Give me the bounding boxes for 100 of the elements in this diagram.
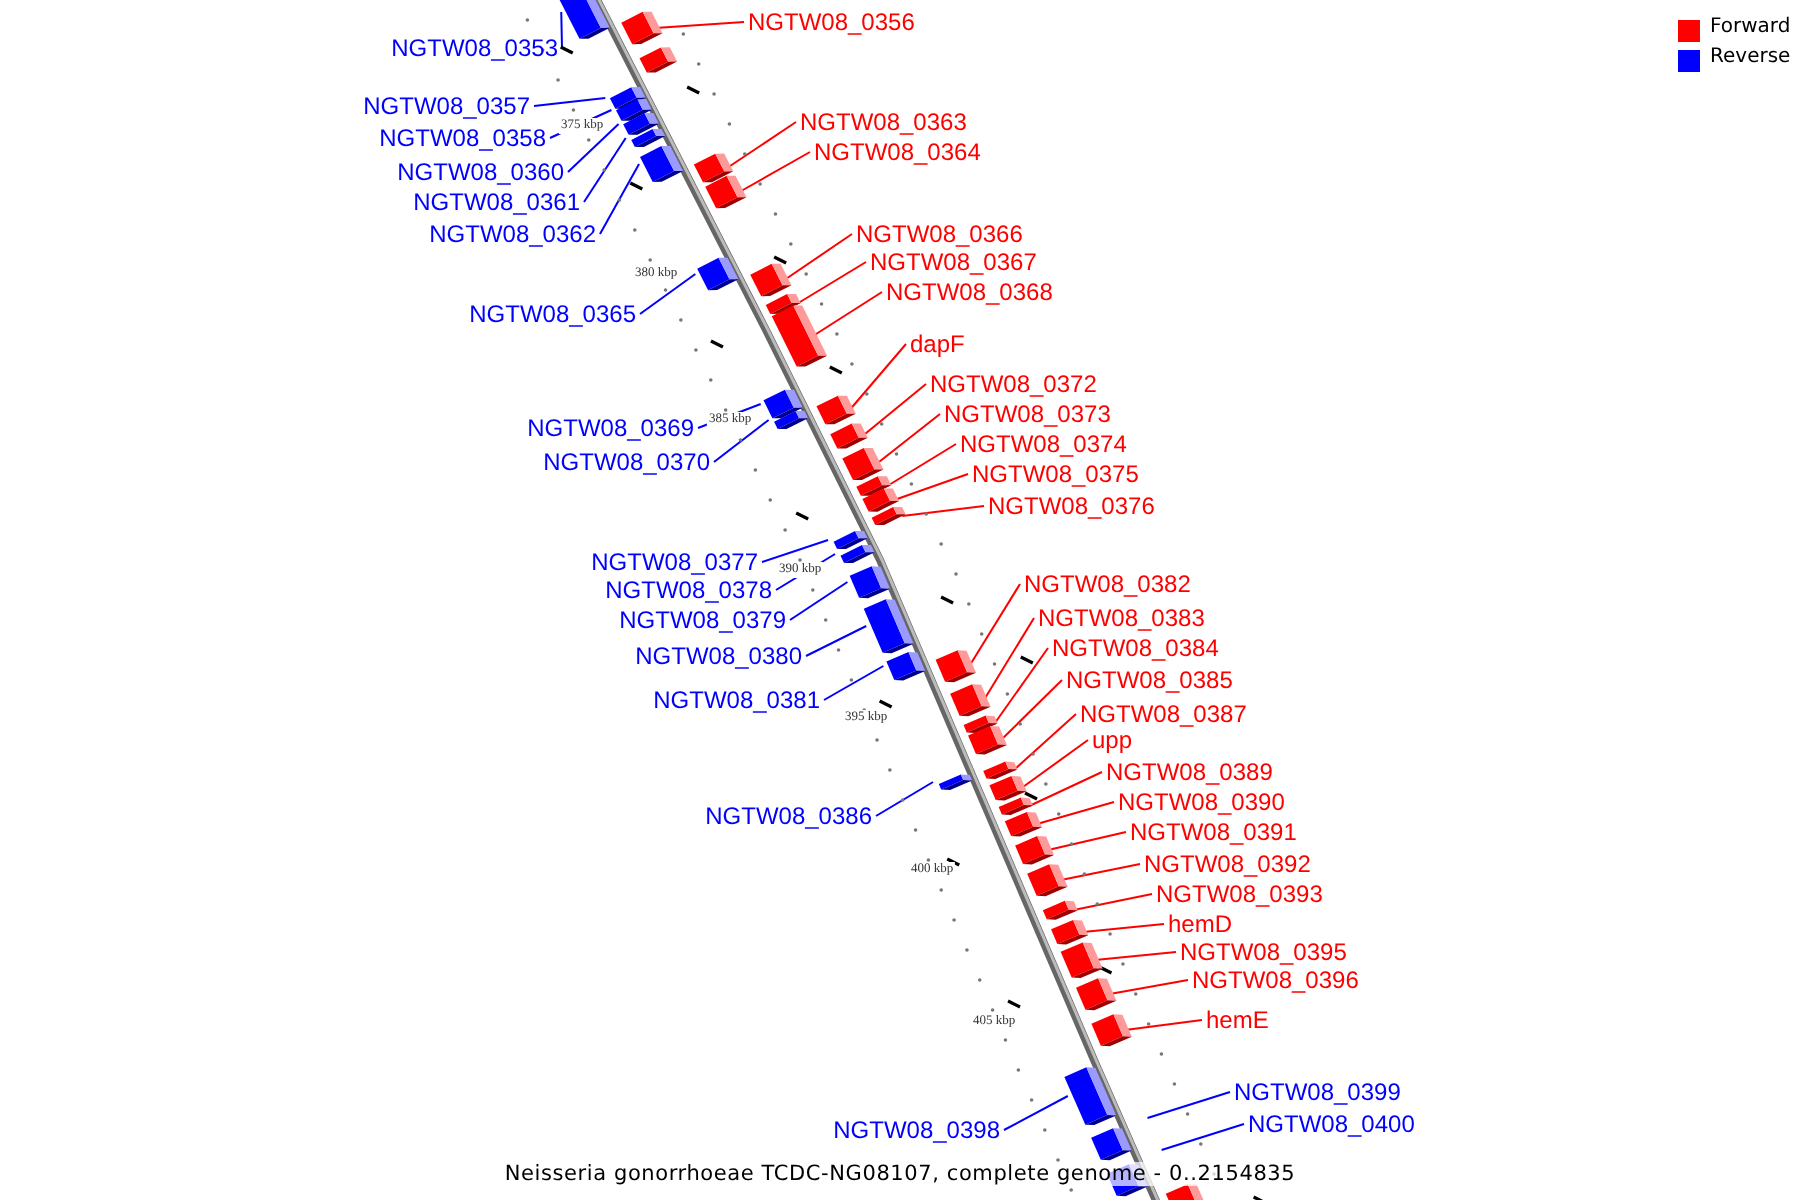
caption: Neisseria gonorrhoeae TCDC-NG08107, complete genome - 0..2154835 — [504, 1162, 1296, 1186]
leader-line — [1160, 1123, 1245, 1151]
gene-label: NGTW08_0358 — [379, 124, 546, 152]
gene-label: NGTW08_0390 — [1118, 788, 1285, 816]
leader-line — [875, 781, 934, 817]
gene-block — [1076, 978, 1117, 1011]
gene-label: NGTW08_0370 — [543, 448, 710, 476]
gene-block — [1042, 900, 1078, 920]
leader-line — [1072, 893, 1153, 911]
leader-line — [1020, 739, 1089, 789]
gene-label: NGTW08_0396 — [1192, 966, 1359, 994]
leader-line — [893, 473, 969, 501]
gene-label: hemD — [1168, 910, 1233, 938]
gene-label: NGTW08_0360 — [397, 158, 564, 186]
leader-line — [795, 261, 867, 305]
gene-label: NGTW08_0383 — [1038, 604, 1205, 632]
leader-line — [1108, 979, 1189, 995]
leader-line — [761, 539, 830, 563]
leader-line — [713, 419, 770, 463]
legend-label: Reverse — [1710, 46, 1791, 68]
gene-label: dapF — [910, 330, 965, 358]
gene-block — [771, 305, 828, 367]
gene-label: NGTW08_0374 — [960, 430, 1127, 458]
gene-block — [886, 652, 926, 681]
leader-line — [567, 123, 620, 173]
gene-label: NGTW08_0364 — [814, 138, 981, 166]
gene-label: NGTW08_0382 — [1024, 570, 1191, 598]
leader-line — [1059, 863, 1141, 881]
gene-label: NGTW08_0379 — [619, 606, 786, 634]
gene-block — [639, 47, 678, 73]
gene-block — [1091, 1014, 1132, 1047]
leader-line — [738, 151, 811, 193]
gene-block — [693, 153, 734, 183]
gene-label: NGTW08_0362 — [429, 220, 596, 248]
gene-label: NGTW08_0377 — [591, 548, 758, 576]
gene-block — [849, 566, 891, 599]
gene-block — [705, 175, 747, 209]
gene-block — [1064, 1067, 1117, 1126]
gene-block — [616, 99, 652, 121]
gene-block — [950, 684, 991, 717]
gene-block — [963, 715, 998, 733]
leader-line — [1047, 831, 1127, 851]
gene-label: NGTW08_0381 — [653, 686, 820, 714]
gene-label: NGTW08_0376 — [988, 492, 1155, 520]
leader-line — [1012, 713, 1077, 771]
gene-label: NGTW08_0384 — [1052, 634, 1219, 662]
gene-block — [989, 775, 1027, 801]
gene-label: NGTW08_0386 — [705, 802, 872, 830]
leader-line — [823, 665, 885, 701]
gene-label: NGTW08_0389 — [1106, 758, 1273, 786]
gene-label: NGTW08_0361 — [413, 188, 580, 216]
leader-line — [1036, 801, 1115, 825]
gene-label: NGTW08_0400 — [1248, 1110, 1415, 1138]
gene-block — [765, 294, 801, 314]
gene-label: NGTW08_0367 — [870, 248, 1037, 276]
gene-label: NGTW08_0357 — [363, 92, 530, 120]
gene-block — [750, 263, 792, 297]
gene-block — [631, 128, 666, 148]
leader-line — [583, 137, 627, 203]
gene-block — [1004, 811, 1043, 837]
gene-block — [833, 531, 868, 549]
leader-line — [1028, 771, 1103, 807]
gene-label: NGTW08_0399 — [1234, 1078, 1401, 1106]
gene-label: NGTW08_0380 — [635, 642, 802, 670]
gene-block — [840, 545, 875, 563]
gene-label: NGTW08_0391 — [1130, 818, 1297, 846]
gene-block — [842, 447, 884, 481]
leader-line — [1003, 1095, 1069, 1131]
gene-block — [816, 395, 856, 425]
gene-block — [557, 0, 610, 39]
gene-label: NGTW08_0398 — [833, 1116, 1000, 1144]
leader-line — [639, 273, 697, 315]
leader-line — [848, 343, 907, 411]
leader-line — [783, 233, 853, 281]
gene-block — [640, 146, 684, 182]
leader-line — [560, 11, 563, 49]
gene-block — [968, 726, 1007, 755]
gene-label: hemE — [1206, 1006, 1269, 1034]
gene-block — [983, 761, 1018, 779]
gene-label: NGTW08_0353 — [391, 34, 558, 62]
leader-line — [901, 505, 985, 517]
gene-block — [1015, 836, 1054, 865]
gene-block — [998, 797, 1033, 815]
gene-block — [763, 389, 803, 419]
gene-label: NGTW08_0387 — [1080, 700, 1247, 728]
leader-line — [1094, 951, 1177, 961]
gene-block — [871, 507, 906, 525]
gene-label: NGTW08_0395 — [1180, 938, 1347, 966]
leader-line — [993, 647, 1049, 725]
gene-label: NGTW08_0378 — [605, 576, 772, 604]
leader-line — [1146, 1091, 1231, 1119]
gene-block — [938, 774, 973, 790]
gene-label: NGTW08_0393 — [1156, 880, 1323, 908]
gene-label: NGTW08_0368 — [886, 278, 1053, 306]
gene-label: NGTW08_0356 — [748, 8, 915, 36]
leader-line — [811, 291, 883, 337]
leader-line — [968, 583, 1021, 667]
gene-block — [1051, 919, 1089, 945]
leader-line — [533, 97, 607, 107]
gene-block — [1027, 864, 1068, 897]
